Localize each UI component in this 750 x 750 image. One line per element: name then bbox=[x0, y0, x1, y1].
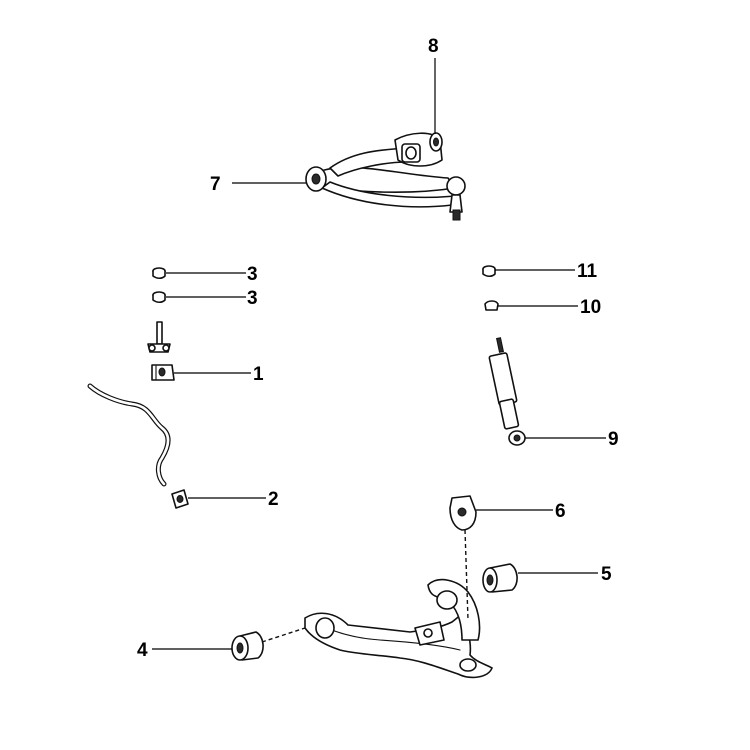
lower-arm-rear-bushing bbox=[482, 563, 518, 593]
callout-2: 2 bbox=[268, 489, 279, 510]
lower-control-arm bbox=[304, 578, 493, 679]
stabilizer-end-bushing bbox=[171, 489, 189, 509]
shock-mount-bushing-11 bbox=[482, 265, 496, 278]
bump-stopper bbox=[449, 495, 477, 531]
callout-7: 7 bbox=[210, 174, 221, 195]
callout-3-lower: 3 bbox=[247, 288, 258, 309]
stabilizer-bar-bushing bbox=[151, 364, 175, 381]
callout-1: 1 bbox=[253, 364, 264, 385]
stabilizer-bar bbox=[87, 383, 171, 487]
callout-6: 6 bbox=[555, 501, 566, 522]
callout-8: 8 bbox=[428, 36, 439, 57]
stabilizer-link-bushing-upper bbox=[152, 267, 166, 280]
callout-4: 4 bbox=[137, 640, 148, 661]
callout-5: 5 bbox=[601, 564, 612, 585]
bushing-4-alignment-line bbox=[261, 627, 306, 643]
bump-stop-alignment-line bbox=[464, 529, 469, 621]
upper-arm-front-bushing bbox=[305, 166, 327, 192]
shock-absorber bbox=[488, 337, 526, 446]
leader-lines bbox=[152, 58, 606, 650]
callout-9: 9 bbox=[608, 429, 619, 450]
upper-arm-rear-bushing bbox=[429, 132, 443, 152]
stabilizer-link-bolt bbox=[147, 321, 171, 353]
lower-arm-front-bushing bbox=[231, 631, 264, 661]
callout-10: 10 bbox=[580, 297, 601, 318]
stabilizer-link-bushing-lower bbox=[152, 291, 166, 304]
callout-11: 11 bbox=[577, 261, 598, 282]
callout-3-upper: 3 bbox=[247, 264, 258, 285]
shock-mount-bushing-10 bbox=[484, 300, 499, 311]
upper-control-arm bbox=[317, 132, 466, 221]
